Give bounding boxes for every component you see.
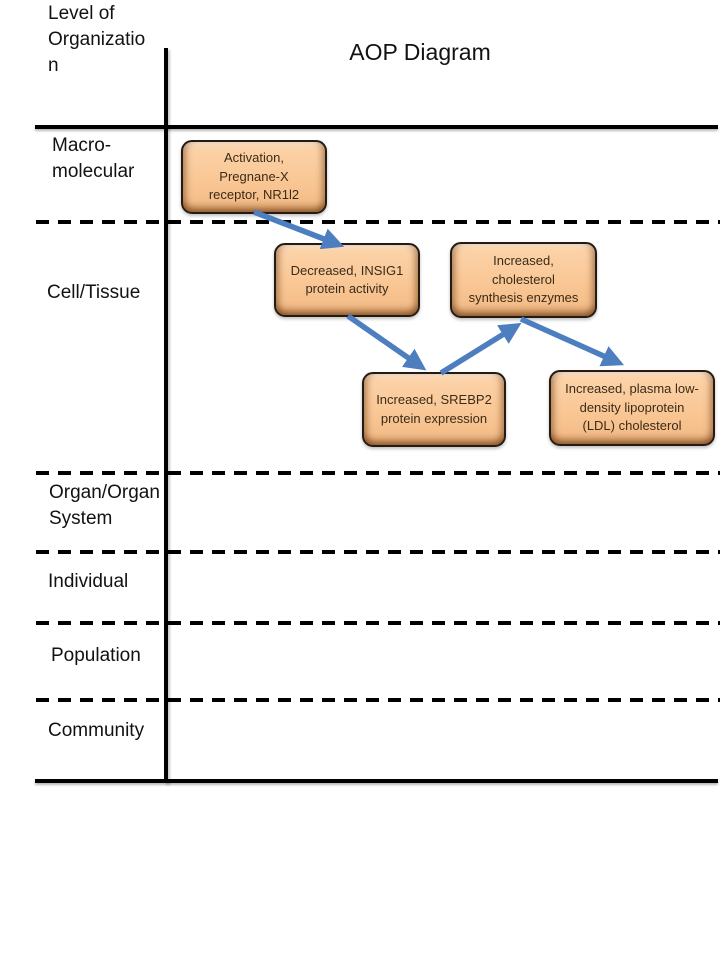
node-increased-cholesterol-enzymes: Increased, cholesterol synthesis enzymes	[450, 242, 597, 318]
level-divider-cell-organ	[36, 471, 720, 475]
level-label-population: Population	[51, 645, 141, 666]
node-increased-srebp2: Increased, SREBP2 protein expression	[362, 372, 506, 447]
node-label: Increased, SREBP2 protein expression	[376, 392, 492, 426]
level-divider-organ-individual	[36, 550, 720, 554]
level-divider-macromolecular-cell	[36, 220, 720, 224]
node-label: Activation, Pregnane-X receptor, NR1l2	[208, 150, 300, 203]
diagram-title: AOP Diagram	[349, 39, 491, 65]
node-increased-plasma-ldl: Increased, plasma low- density lipoprote…	[549, 370, 715, 446]
arrow-pxr-to-insig1	[253, 209, 345, 250]
arrow-insig1-to-srebp2	[346, 313, 427, 371]
level-label-organ-system: Organ/Organ System	[49, 482, 160, 529]
level-of-organization-label: Level of Organizatio n	[48, 3, 146, 76]
level-label-community: Community	[48, 720, 145, 741]
node-activation-pregnane-x-receptor: Activation, Pregnane-X receptor, NR1l2	[181, 140, 327, 214]
node-label: Decreased, INSIG1 protein activity	[290, 262, 404, 297]
node-label: Increased, plasma low- density lipoprote…	[565, 381, 699, 434]
levels-axis-line	[164, 48, 168, 783]
arrow-srebp2-to-enzymes	[439, 322, 522, 376]
node-label: Increased, cholesterol synthesis enzymes	[468, 253, 579, 306]
level-divider-individual-population	[36, 621, 720, 625]
node-decreased-insig1: Decreased, INSIG1 protein activity	[274, 243, 420, 317]
arrow-enzymes-to-ldl	[519, 316, 625, 367]
diagram-bottom-border	[35, 779, 718, 783]
level-divider-population-community	[36, 698, 720, 702]
level-label-individual: Individual	[48, 571, 129, 592]
level-label-cell-tissue: Cell/Tissue	[47, 282, 141, 303]
level-label-macromolecular: Macro- molecular	[52, 135, 135, 182]
diagram-top-border	[35, 125, 718, 129]
